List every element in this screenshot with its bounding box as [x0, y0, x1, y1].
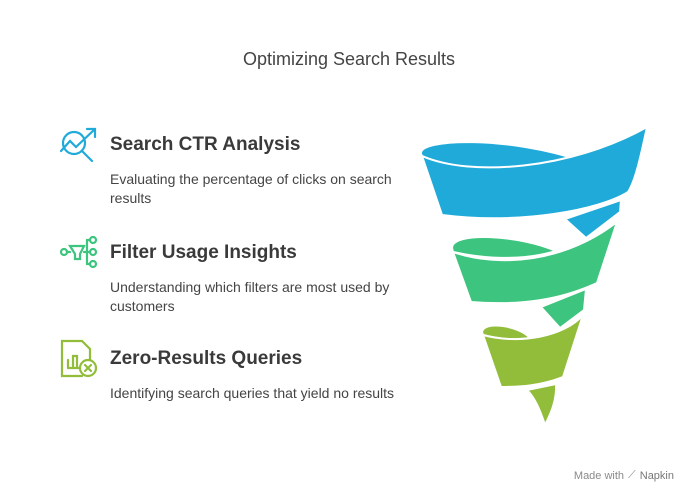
document-error-icon: [60, 339, 98, 378]
funnel-tier-lime: [480, 314, 584, 428]
diagram-title: Optimizing Search Results: [242, 49, 456, 69]
made-with-napkin-badge[interactable]: Made with ⟋ Napkin: [574, 469, 674, 482]
item-heading: Zero-Results Queries: [110, 348, 303, 369]
chart-search-icon: [59, 127, 97, 163]
funnel-tier-green: [450, 219, 619, 330]
item-description: Evaluating the percentage of clicks on s…: [110, 171, 392, 206]
funnel-tier-blue: [420, 125, 649, 240]
item-heading: Filter Usage Insights: [110, 242, 297, 263]
made-with-label: Made with: [573, 469, 625, 482]
filter-tree-icon: [59, 235, 98, 269]
item-description: Understanding which filters are most use…: [110, 279, 390, 314]
item-description: Identifying search queries that yield no…: [110, 385, 395, 401]
napkin-brand: Napkin: [639, 469, 674, 482]
item-heading: Search CTR Analysis: [110, 134, 301, 155]
napkin-logo-icon: ⟋: [628, 469, 636, 481]
